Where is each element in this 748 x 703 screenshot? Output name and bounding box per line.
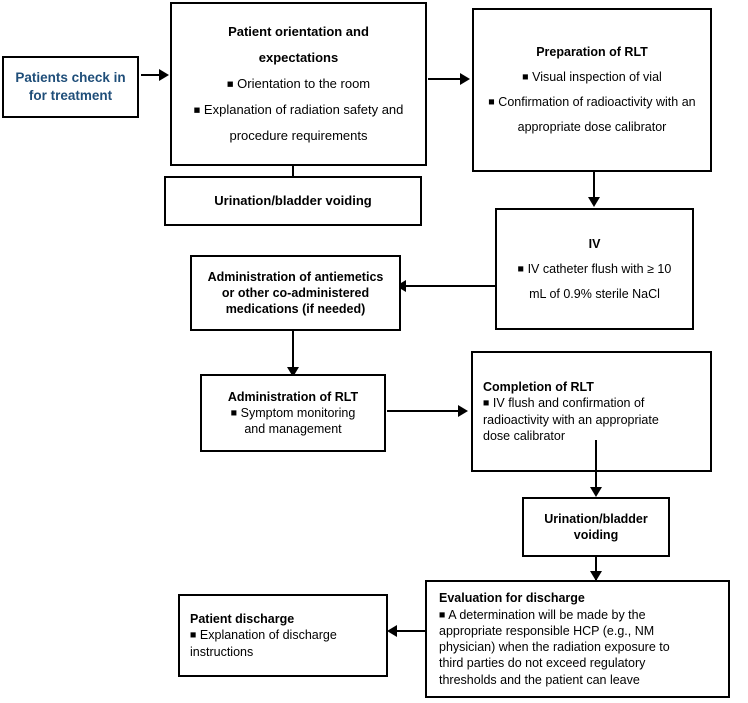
discharge-title: Patient discharge (190, 612, 295, 627)
discharge-bullet-1-line-2: instructions (190, 644, 254, 659)
connector-administration-to-completion-arrowhead (458, 405, 468, 417)
node-patient-discharge: Patient discharge ■ Explanation of disch… (178, 594, 388, 677)
preparation-bullet-2-line-1: ■ Confirmation of radioactivity with an (488, 90, 695, 115)
node-urination-bladder-voiding-2: Urination/bladder voiding (522, 497, 670, 557)
orientation-title-line-1: Patient orientation and (228, 24, 369, 39)
connector-administration-to-completion-line (387, 410, 459, 412)
orientation-title-line-2: expectations (258, 50, 339, 65)
connector-orientation-to-preparation-arrowhead (460, 73, 470, 85)
check-in-line-2: for treatment (28, 88, 113, 103)
check-in-line-1: Patients check in (15, 69, 126, 85)
completion-bullet-1-line-1: ■ IV flush and confirmation of (483, 395, 700, 411)
connector-preparation-to-iv-arrowhead (588, 197, 600, 207)
urination-1-title: Urination/bladder voiding (214, 193, 372, 209)
connector-orientation-to-preparation-line (428, 78, 462, 80)
preparation-bullet-2-text-1: Confirmation of radioactivity with an (498, 95, 696, 109)
discharge-bullet-1-line-1: ■ Explanation of discharge (190, 627, 376, 643)
node-administration-of-antiemetics: Administration of antiemetics or other c… (190, 255, 401, 331)
preparation-bullet-1-text: Visual inspection of vial (532, 70, 662, 84)
bullet-square-icon: ■ (226, 78, 234, 91)
node-administration-of-rlt: Administration of RLT ■ Symptom monitori… (200, 374, 386, 452)
administration-bullet-1-text-1: Symptom monitoring (240, 405, 356, 420)
preparation-title: Preparation of RLT (536, 45, 648, 59)
evaluation-bullet-1-line-2: appropriate responsible HCP (e.g., NM (439, 623, 655, 638)
connector-antiemetics-to-administration-arrowhead (287, 367, 299, 377)
connector-antiemetics-to-administration-line (292, 331, 294, 375)
connector-check-in-to-orientation-line (141, 74, 161, 76)
evaluation-bullet-1-line-3: physician) when the radiation exposure t… (439, 640, 670, 654)
connector-evaluation-to-discharge-arrowhead (387, 625, 397, 637)
orientation-bullet-1-text: Orientation to the room (237, 76, 371, 91)
node-completion-of-rlt: Completion of RLT ■ IV flush and confirm… (471, 351, 712, 472)
node-patients-check-in: Patients check in for treatment (2, 56, 139, 118)
evaluation-bullet-1-line-5: thresholds and the patient can leave (439, 672, 640, 687)
preparation-bullet-2-line-2: appropriate dose calibrator (517, 120, 667, 134)
completion-bullet-1-line-2: radioactivity with an appropriate (483, 412, 659, 427)
preparation-bullet-1: ■ Visual inspection of vial (522, 65, 662, 90)
connector-completion-to-urination-2-arrowhead (590, 487, 602, 497)
administration-bullet-1-line-2: and management (244, 422, 342, 437)
node-patient-orientation: Patient orientation and expectations ■ O… (170, 2, 427, 166)
connector-urination-2-to-evaluation-arrowhead (590, 571, 602, 581)
antiemetics-title-line-2: or other co-administered (221, 285, 370, 300)
connector-orientation-to-urination-1 (292, 166, 294, 178)
evaluation-bullet-1-text-1: A determination will be made by the (448, 607, 646, 622)
connector-evaluation-to-discharge-line (395, 630, 426, 632)
iv-bullet-1-line-1: ■ IV catheter flush with ≥ 10 (518, 257, 672, 282)
connector-iv-to-antiemetics-arrowhead (396, 280, 406, 292)
administration-title: Administration of RLT (227, 389, 359, 404)
orientation-bullet-2-text-1: Explanation of radiation safety and (203, 102, 404, 117)
evaluation-bullet-1-line-4: third parties do not exceed regulatory (439, 656, 646, 671)
connector-preparation-to-iv-line (593, 172, 595, 200)
connector-urination-2-to-evaluation-line (595, 557, 597, 580)
administration-bullet-1-line-1: ■ Symptom monitoring (231, 405, 356, 421)
iv-bullet-1-line-2: mL of 0.9% sterile NaCl (529, 286, 660, 301)
antiemetics-title-line-1: Administration of antiemetics (207, 269, 384, 284)
iv-bullet-1-text-1: IV catheter flush with ≥ 10 (527, 261, 672, 276)
bullet-square-icon: ■ (190, 629, 197, 642)
completion-title: Completion of RLT (483, 380, 594, 394)
bullet-square-icon: ■ (522, 71, 529, 84)
bullet-square-icon: ■ (517, 262, 525, 275)
evaluation-title: Evaluation for discharge (439, 591, 585, 606)
connector-check-in-to-orientation-arrowhead (159, 69, 169, 81)
node-urination-bladder-voiding-1: Urination/bladder voiding (164, 176, 422, 226)
bullet-square-icon: ■ (230, 406, 238, 419)
node-preparation-of-rlt: Preparation of RLT ■ Visual inspection o… (472, 8, 712, 172)
orientation-bullet-2-line-2: procedure requirements (229, 128, 368, 143)
completion-bullet-1-text-1: IV flush and confirmation of (492, 396, 645, 411)
connector-iv-to-antiemetics-line (404, 285, 496, 287)
completion-bullet-1-line-3: dose calibrator (483, 428, 565, 443)
iv-title: IV (588, 236, 601, 251)
bullet-square-icon: ■ (488, 96, 495, 109)
evaluation-bullet-1-line-1: ■ A determination will be made by the (439, 607, 716, 623)
bullet-square-icon: ■ (439, 608, 446, 621)
urination-2-title-line-2: voiding (573, 528, 619, 542)
node-iv: IV ■ IV catheter flush with ≥ 10 mL of 0… (495, 208, 694, 330)
orientation-bullet-2-line-1: ■ Explanation of radiation safety and (194, 97, 404, 123)
antiemetics-title-line-3: medications (if needed) (225, 302, 366, 317)
bullet-square-icon: ■ (193, 104, 201, 117)
urination-2-title-line-1: Urination/bladder (544, 511, 648, 526)
node-evaluation-for-discharge: Evaluation for discharge ■ A determinati… (425, 580, 730, 698)
connector-completion-to-urination-2-line (595, 440, 597, 492)
discharge-bullet-1-text-1: Explanation of discharge (199, 628, 337, 643)
orientation-bullet-1: ■ Orientation to the room (227, 71, 370, 97)
bullet-square-icon: ■ (483, 397, 490, 410)
